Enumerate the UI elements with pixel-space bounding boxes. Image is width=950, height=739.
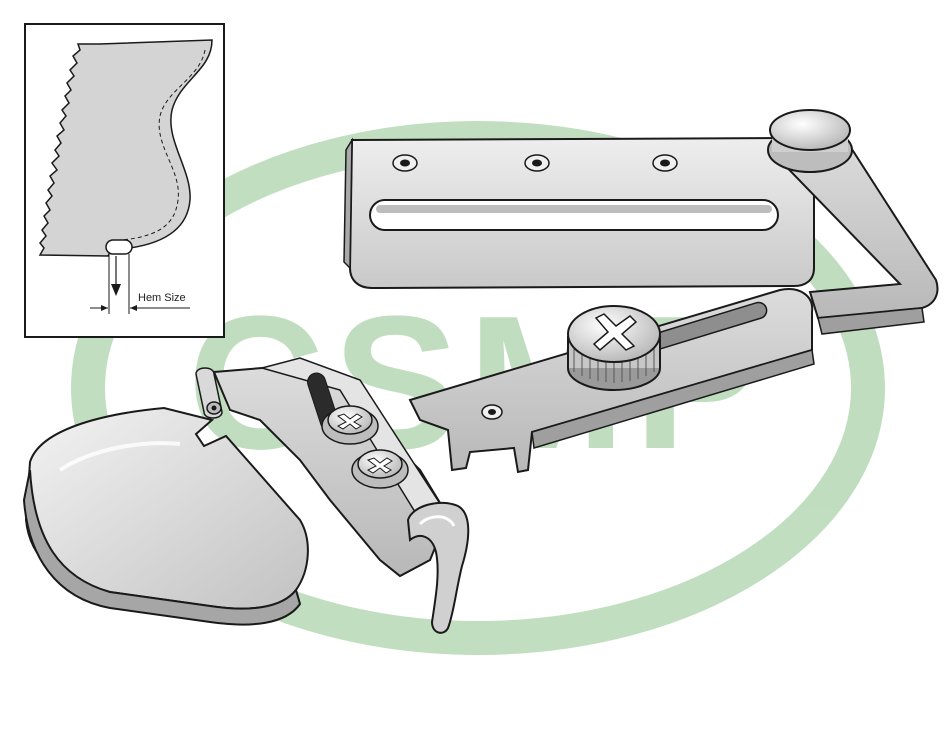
mounting-plate	[343, 136, 815, 290]
presser-foot	[22, 406, 309, 626]
cross-screw-icon	[366, 457, 393, 474]
cross-screw-icon	[336, 413, 363, 430]
hem-size-label: Hem Size	[138, 292, 186, 304]
mounting-holes	[392, 154, 678, 172]
hem-roll	[105, 239, 133, 255]
main-body	[195, 357, 470, 634]
mounting-hole	[532, 159, 542, 167]
mounting-hole	[400, 159, 410, 167]
mounting-slot-shadow	[376, 205, 772, 213]
mounting-plate-bevel	[343, 137, 353, 270]
hem-diagram-inset: Hem Size	[24, 23, 225, 338]
fabric-shape	[38, 39, 213, 257]
guide-bar-hole-inner	[488, 409, 496, 415]
watermark-ring	[71, 121, 885, 655]
thumb-screw	[567, 305, 661, 391]
hem-scroll-highlight	[418, 515, 456, 527]
dim-arrowhead-right	[130, 305, 137, 311]
cross-screw-icon	[592, 313, 638, 352]
mounting-hole	[660, 159, 670, 167]
screw-lower	[351, 449, 409, 489]
mounting-slot	[369, 199, 779, 231]
down-arrow-icon	[111, 284, 121, 296]
side-arm-body	[767, 138, 939, 320]
hem-scroll-hook	[406, 501, 470, 634]
side-arm	[767, 109, 939, 335]
pivot-pin-dot	[211, 405, 217, 411]
side-arm-edge	[817, 307, 925, 335]
presser-foot-highlight	[58, 441, 181, 472]
post-cap-top	[769, 109, 851, 151]
dim-arrowhead-left	[101, 305, 108, 311]
screw-upper	[321, 405, 379, 445]
presser-foot-rim	[22, 469, 302, 626]
guide-bar-front-edge	[531, 349, 815, 449]
